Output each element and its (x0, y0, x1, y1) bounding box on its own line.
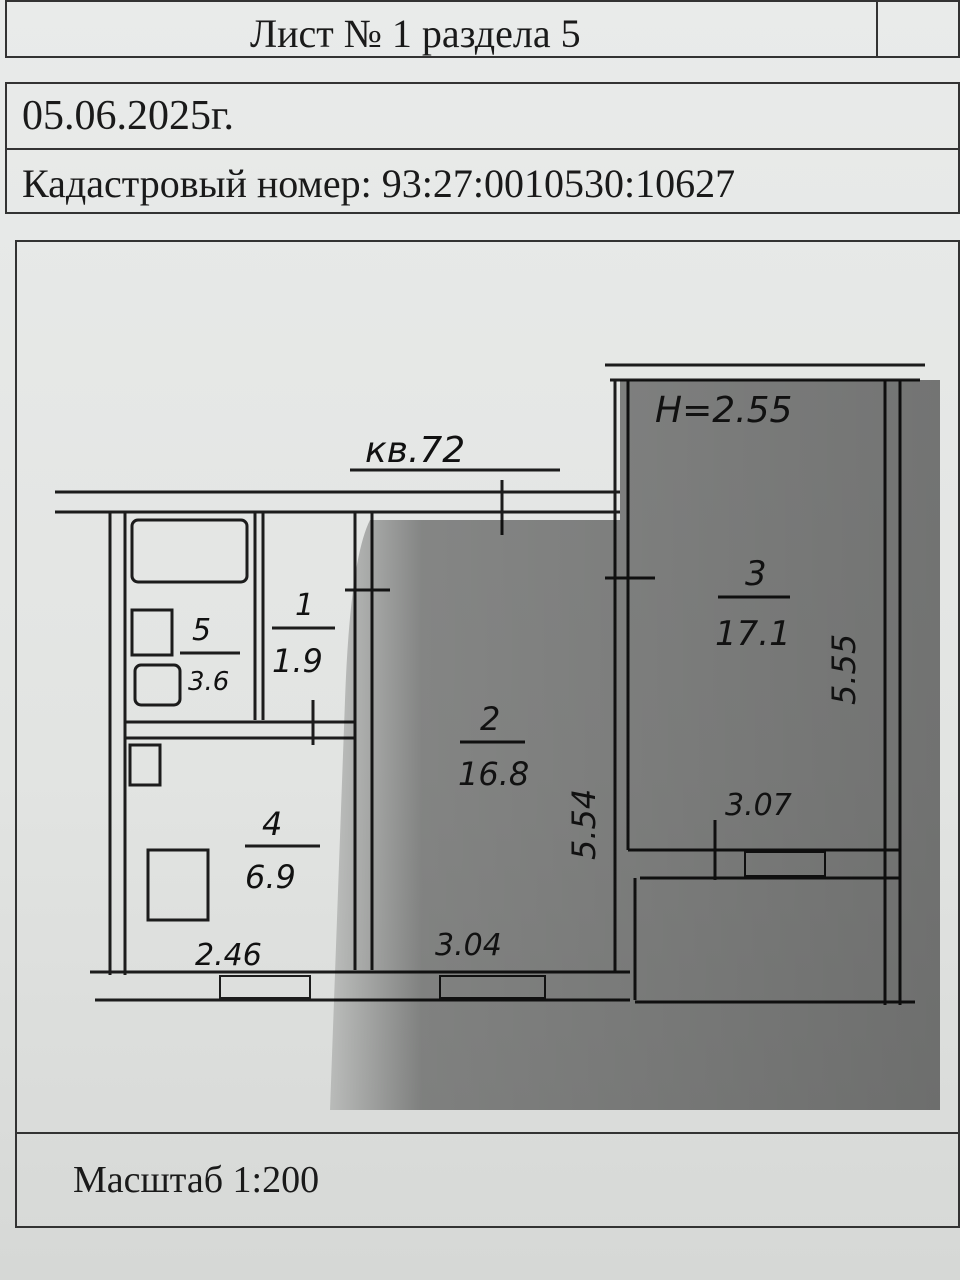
room-1-area: 1.9 (272, 642, 323, 680)
sheet-title: Лист № 1 раздела 5 (250, 11, 581, 56)
apartment-label: кв.72 (365, 430, 465, 471)
room-2-length: 5.54 (565, 789, 603, 860)
room-2-number: 2 (480, 700, 500, 738)
room-5-area: 3.6 (188, 667, 229, 697)
info-divider (5, 148, 960, 150)
kitchen-width: 2.46 (195, 938, 262, 973)
scale-label: Масштаб 1:200 (73, 1159, 320, 1201)
sheet-number-cell (876, 0, 960, 58)
photo-shadow (330, 380, 940, 1110)
room-4-area: 6.9 (245, 858, 296, 896)
cadastral-number: Кадастровый номер: 93:27:0010530:10627 (22, 161, 736, 206)
plan-footer-divider (15, 1132, 960, 1134)
room-5-number: 5 (192, 613, 211, 648)
room-4-number: 4 (262, 805, 282, 843)
room-1-number: 1 (295, 588, 314, 623)
room-3-area: 17.1 (715, 614, 791, 654)
room-3-length: 5.55 (825, 634, 863, 705)
ceiling-height: H=2.55 (655, 390, 792, 431)
document-date: 05.06.2025г. (22, 93, 234, 139)
plan-frame (15, 240, 960, 1228)
room-3-width: 3.07 (725, 788, 792, 823)
room-2-area: 16.8 (458, 755, 529, 793)
room-2-width: 3.04 (435, 928, 502, 963)
room-3-number: 3 (745, 554, 767, 594)
